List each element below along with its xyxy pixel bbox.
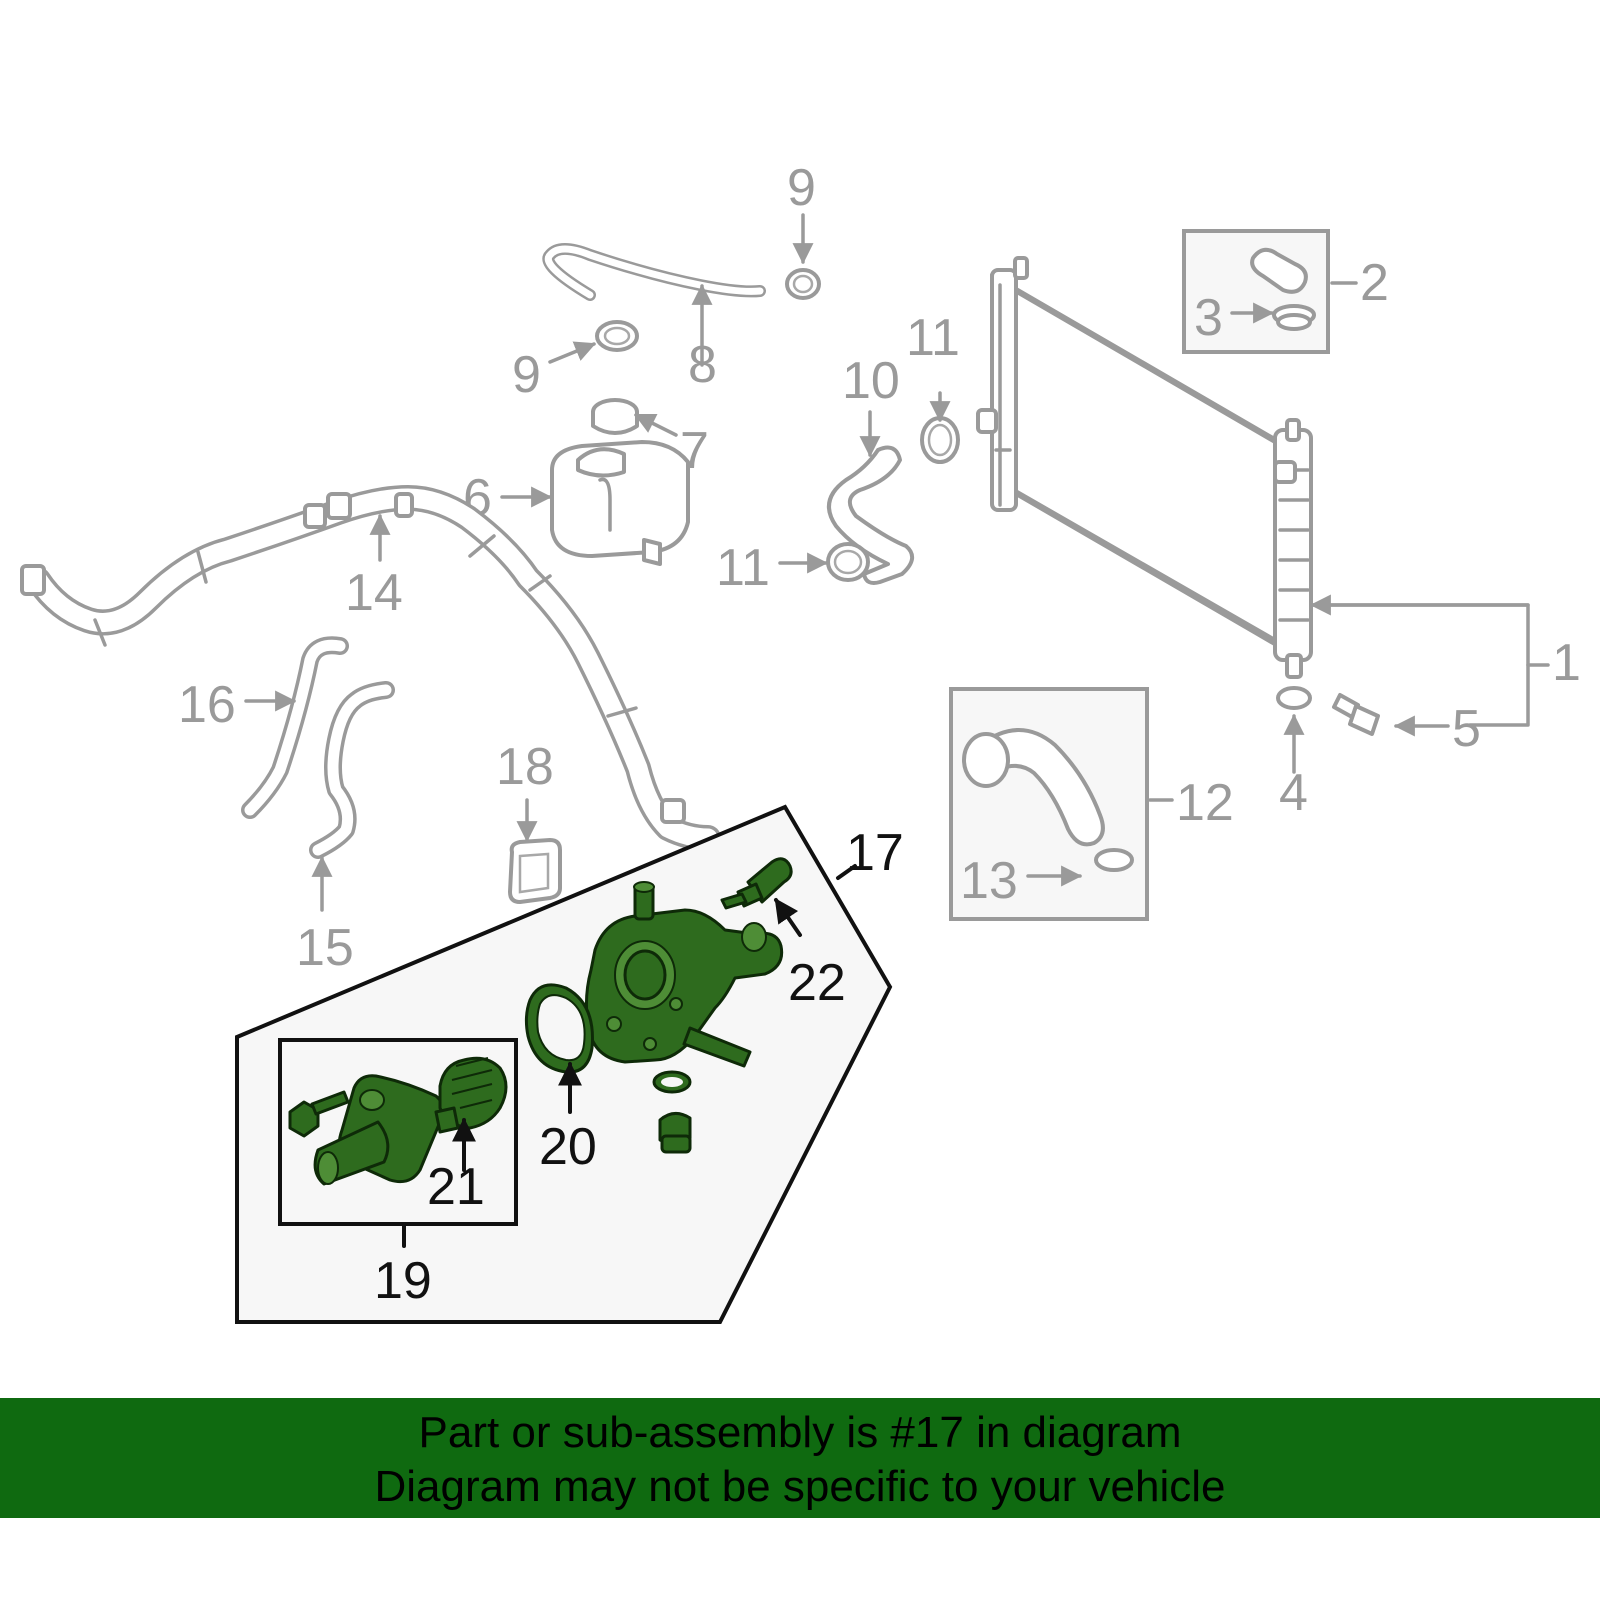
callout-21: 21 bbox=[427, 1158, 485, 1216]
callout-13: 13 bbox=[960, 852, 1018, 910]
callout-16: 16 bbox=[178, 676, 236, 734]
callout-20: 20 bbox=[539, 1118, 597, 1176]
callout-10: 10 bbox=[842, 352, 900, 410]
overflow-hose bbox=[542, 243, 766, 367]
hose-clamp-upper bbox=[920, 391, 960, 464]
drain-plug-washer bbox=[1276, 686, 1312, 774]
callout-2: 2 bbox=[1360, 254, 1389, 312]
callout-5: 5 bbox=[1452, 700, 1481, 758]
callout-15: 15 bbox=[296, 919, 354, 977]
thermostat bbox=[434, 1056, 508, 1172]
callout-9-left: 9 bbox=[512, 346, 541, 404]
callout-11-lower: 11 bbox=[716, 539, 770, 597]
callout-8: 8 bbox=[688, 336, 717, 394]
plug bbox=[658, 1112, 692, 1154]
hose-clamp-lower bbox=[778, 542, 870, 582]
callout-4: 4 bbox=[1279, 764, 1308, 822]
hose-clamp-9-left bbox=[548, 320, 639, 364]
bypass-hose-15 bbox=[309, 681, 395, 912]
callout-19: 19 bbox=[374, 1252, 432, 1310]
callout-3: 3 bbox=[1194, 289, 1223, 347]
coolant-reservoir bbox=[500, 440, 690, 566]
callout-11-upper: 11 bbox=[906, 309, 960, 367]
heater-hose-assembly bbox=[20, 485, 721, 851]
callout-9-top: 9 bbox=[787, 159, 816, 217]
callout-14: 14 bbox=[345, 564, 403, 622]
reservoir-cap bbox=[591, 398, 678, 437]
banner-line-1: Part or sub-assembly is #17 in diagram bbox=[418, 1408, 1182, 1457]
housing-bolt bbox=[288, 1090, 350, 1138]
o-ring bbox=[652, 1070, 692, 1094]
notice-banner: Part or sub-assembly is #17 in diagram D… bbox=[0, 1398, 1600, 1518]
radiator-cap-box bbox=[1182, 229, 1358, 354]
temperature-sensor bbox=[720, 857, 802, 937]
thermostat-housing bbox=[584, 881, 784, 1068]
thermostat-cover bbox=[313, 1074, 445, 1186]
callout-17: 17 bbox=[846, 824, 904, 882]
bypass-hose-16 bbox=[241, 636, 349, 819]
upper-hose bbox=[826, 445, 914, 585]
lower-hose-box bbox=[949, 687, 1174, 921]
callout-1-bracket bbox=[1309, 594, 1550, 727]
callout-7: 7 bbox=[680, 422, 709, 480]
callout-22: 22 bbox=[788, 954, 846, 1012]
radiator bbox=[976, 256, 1313, 679]
housing-seal bbox=[524, 983, 594, 1114]
gasket-18 bbox=[508, 798, 562, 904]
hose-clamp-9-top bbox=[785, 213, 821, 300]
callout-1: 1 bbox=[1552, 634, 1581, 692]
callout-12: 12 bbox=[1176, 774, 1234, 832]
callout-18: 18 bbox=[496, 738, 554, 796]
bolt bbox=[1332, 693, 1450, 737]
banner-line-2: Diagram may not be specific to your vehi… bbox=[374, 1462, 1226, 1511]
